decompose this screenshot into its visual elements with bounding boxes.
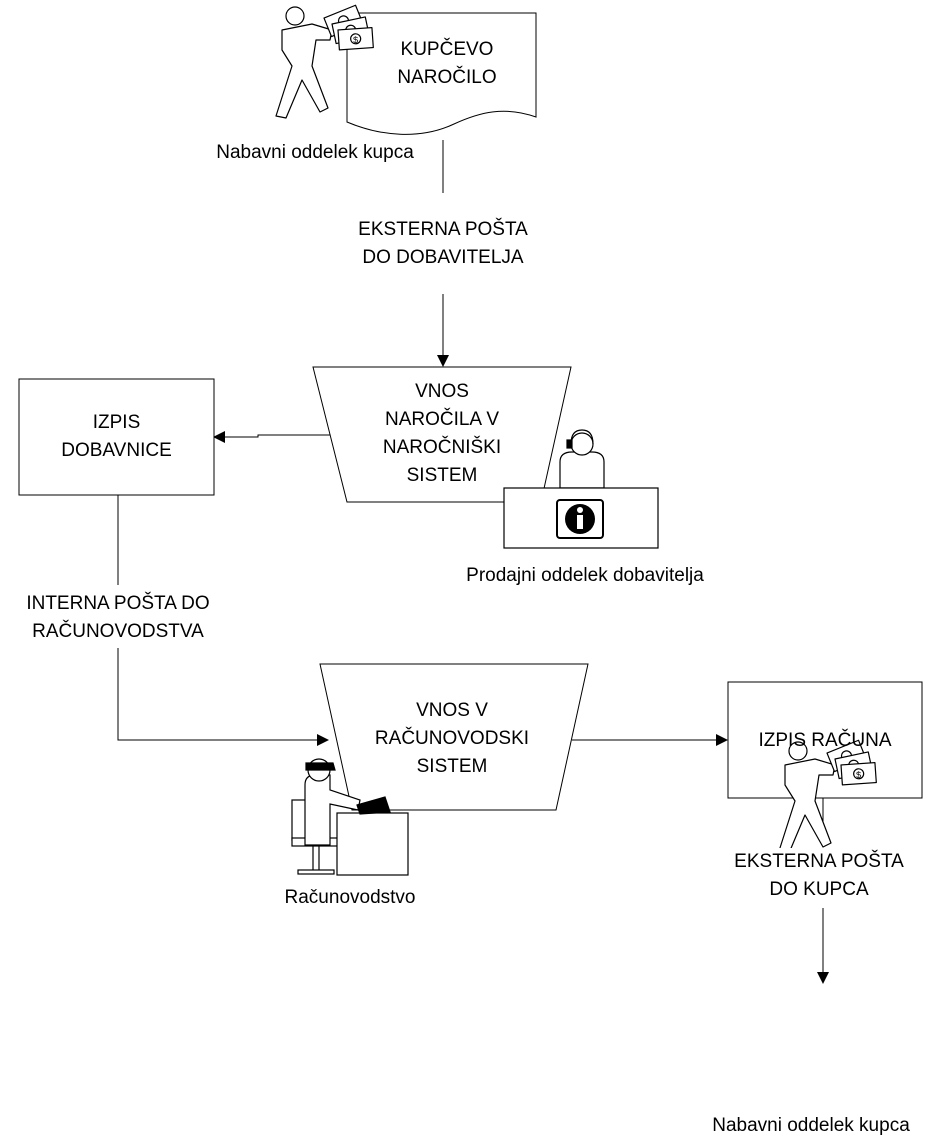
svg-text:$: $	[353, 35, 359, 45]
delivery-note-box	[18, 378, 215, 496]
edge-external-mail-customer: EKSTERNA POŠTA DO KUPCA	[696, 848, 939, 904]
actor-purchasing-customer-bottom: Nabavni oddelek kupca	[712, 1115, 910, 1136]
accounting-entry-trapezoid	[319, 663, 589, 811]
node-accounting-entry: VNOS V RAČUNOVODSKI SISTEM	[374, 700, 530, 777]
info-icon	[556, 499, 604, 539]
actor-sales-supplier: Prodajni oddelek dobavitelja	[466, 565, 704, 586]
actor-purchasing-customer-top: Nabavni oddelek kupca	[216, 142, 414, 163]
connector-internal-mail-to-accounting	[117, 648, 329, 746]
person-with-money-icon-bottom: $	[778, 739, 877, 854]
node-invoice: IZPIS RAČUNA	[758, 730, 892, 751]
customer-order-document	[346, 12, 537, 135]
accountant-at-desk-icon	[291, 758, 409, 876]
invoice-box	[727, 681, 923, 799]
person-with-money-icon: $	[275, 4, 374, 119]
edge-external-mail-supplier: EKSTERNA POŠTA DO DOBAVITELJA	[318, 216, 568, 272]
svg-text:$: $	[856, 770, 862, 780]
node-delivery-note: IZPIS DOBAVNICE	[61, 412, 172, 461]
connectors	[117, 140, 829, 984]
edge-internal-mail-accounting: INTERNA POŠTA DO RAČUNOVODSTVA	[2, 590, 234, 646]
actor-accounting: Računovodstvo	[284, 887, 416, 908]
node-order-entry: VNOS NAROČILA V NAROČNIŠKI SISTEM	[382, 381, 502, 486]
connector-entry-to-delivery-note	[213, 431, 335, 443]
node-customer-order: KUPČEVO NAROČILO	[397, 39, 497, 88]
